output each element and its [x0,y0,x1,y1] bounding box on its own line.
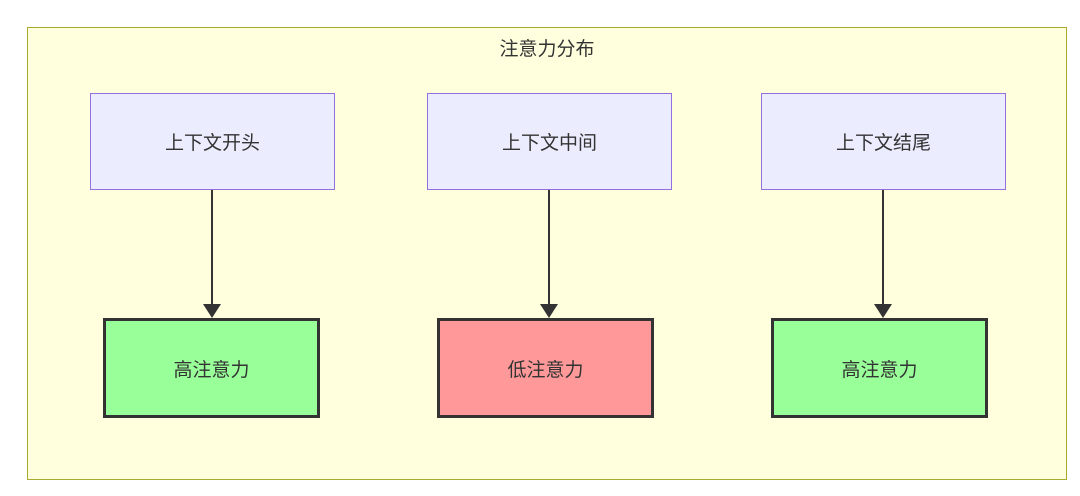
node-label: 上下文中间 [501,133,597,154]
arrowhead-icon [874,304,892,318]
arrow-shaft [882,190,884,304]
node-high-attention-2: 高注意力 [771,318,988,418]
arrow-shaft [548,190,550,304]
node-high-attention-1: 高注意力 [103,318,320,418]
arrow-down-icon [540,190,558,318]
node-context-end: 上下文结尾 [761,93,1006,190]
node-label: 上下文结尾 [835,133,931,154]
node-label: 高注意力 [173,359,250,381]
node-label: 高注意力 [841,359,918,381]
node-label: 低注意力 [507,359,584,381]
node-label: 上下文开头 [164,133,260,154]
arrow-shaft [211,190,213,304]
arrow-down-icon [203,190,221,318]
diagram-title: 注意力分布 [499,39,595,60]
arrow-down-icon [874,190,892,318]
node-context-middle: 上下文中间 [427,93,672,190]
arrowhead-icon [203,304,221,318]
arrowhead-icon [540,304,558,318]
node-low-attention: 低注意力 [437,318,654,418]
node-context-start: 上下文开头 [90,93,335,190]
